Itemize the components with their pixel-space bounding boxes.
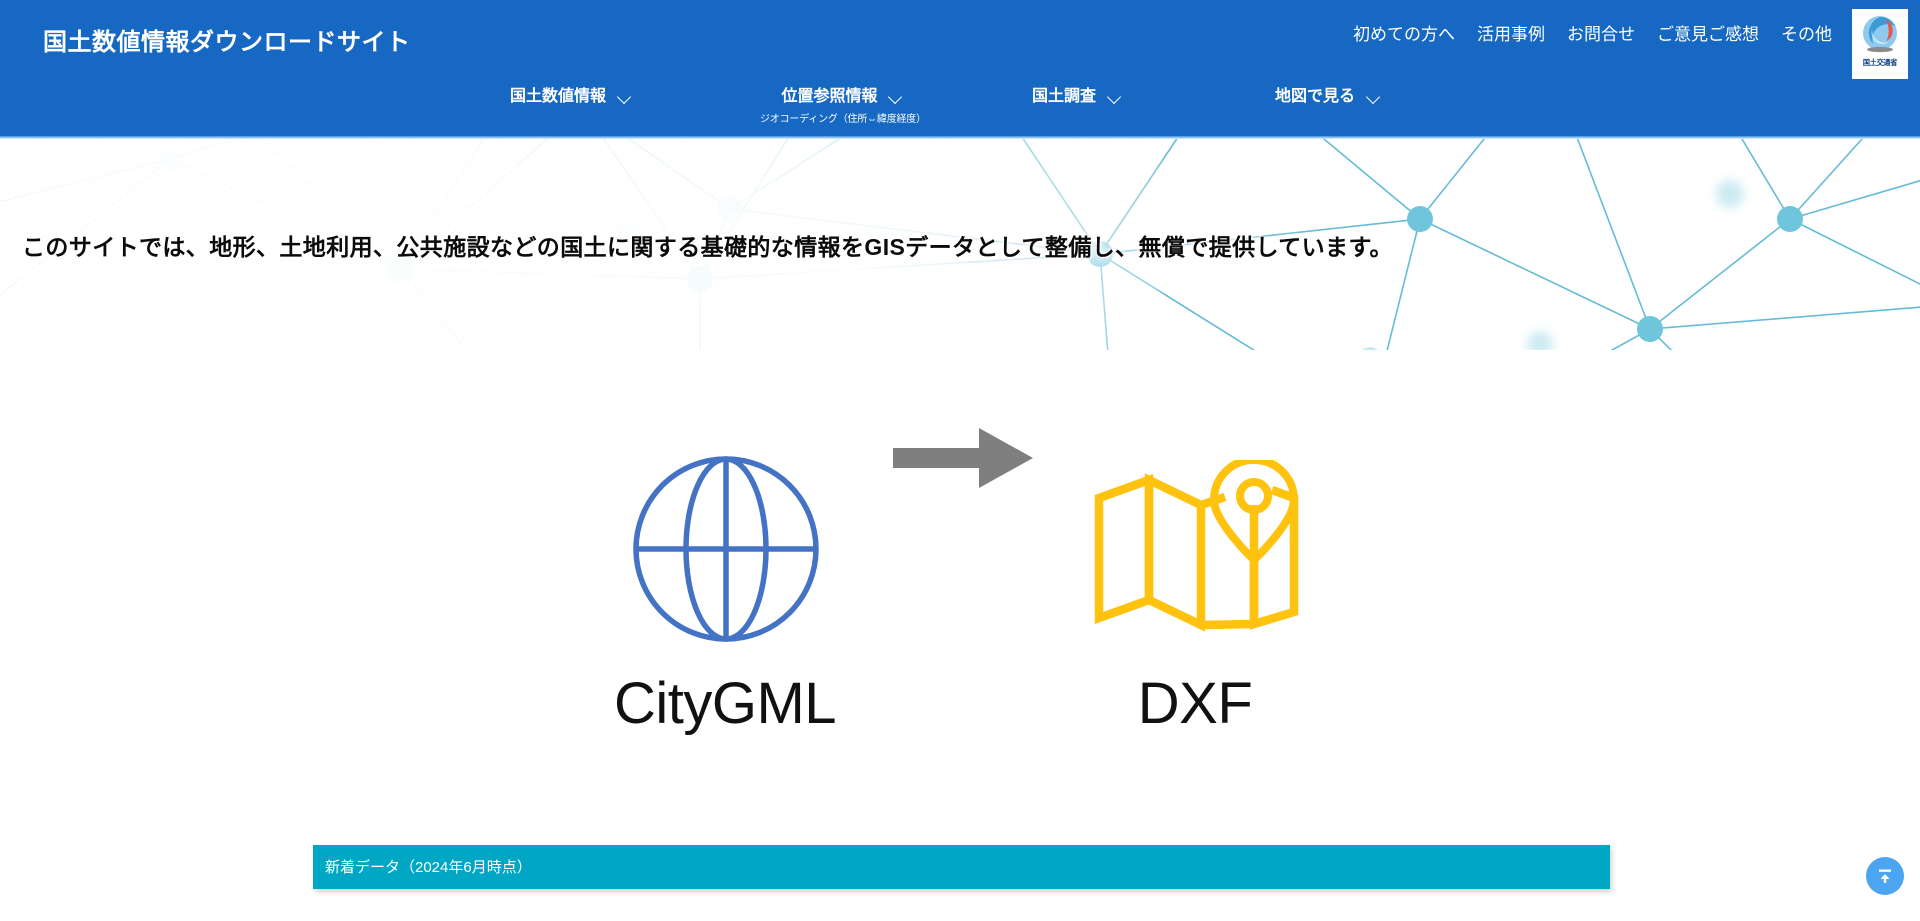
- new-data-banner[interactable]: 新着データ（2024年6月時点）: [313, 845, 1610, 889]
- utility-link-beginners[interactable]: 初めての方へ: [1353, 25, 1455, 44]
- hero-description: このサイトでは、地形、土地利用、公共施設などの国土に関する基礎的な情報をGISデ…: [22, 233, 1393, 260]
- conversion-figure: CityGML DXF: [0, 350, 1920, 790]
- nav-sublabel: ジオコーディング（住所⇔緯度経度）: [760, 113, 926, 125]
- arrow-up-to-line-icon: [1879, 869, 1891, 883]
- chevron-down-icon: [889, 92, 904, 101]
- nav-label: 位置参照情報: [781, 88, 878, 105]
- target-format-label: DXF: [1137, 671, 1253, 736]
- nav-item-ichi-sanshou-jouhou[interactable]: 位置参照情報 ジオコーディング（住所⇔緯度経度）: [760, 88, 926, 125]
- utility-link-other[interactable]: その他: [1781, 25, 1832, 44]
- utility-nav: 初めての方へ 活用事例 お問合せ ご意見ご感想 その他: [1353, 26, 1832, 43]
- nav-label: 国土数値情報: [510, 88, 607, 105]
- nav-label: 国土調査: [1032, 88, 1097, 105]
- utility-link-contact[interactable]: お問合せ: [1567, 25, 1635, 44]
- utility-link-usecases[interactable]: 活用事例: [1477, 25, 1545, 44]
- new-data-banner-label: 新着データ（2024年6月時点）: [325, 859, 532, 876]
- arrow-right-icon: [893, 428, 1033, 488]
- main-nav: 国土数値情報 位置参照情報 ジオコーディング（住所⇔緯度経度） 国土調査 地図で…: [0, 88, 1920, 136]
- chevron-down-icon: [618, 92, 633, 101]
- nav-label: 地図で見る: [1275, 88, 1356, 105]
- scroll-to-top-button[interactable]: [1866, 857, 1904, 895]
- chevron-down-icon: [1108, 92, 1123, 101]
- globe-icon: [633, 456, 819, 642]
- nav-item-kokudo-suuchi-jouhou[interactable]: 国土数値情報: [510, 88, 633, 106]
- nav-item-chizu-de-miru[interactable]: 地図で見る: [1275, 88, 1382, 106]
- mlit-emblem-icon: [1859, 14, 1901, 56]
- hero-banner: このサイトでは、地形、土地利用、公共施設などの国土に関する基礎的な情報をGISデ…: [0, 139, 1920, 350]
- site-header: 国土数値情報ダウンロードサイト 初めての方へ 活用事例 お問合せ ご意見ご感想 …: [0, 0, 1920, 139]
- nav-item-kokudo-chousa[interactable]: 国土調査: [1032, 88, 1123, 106]
- map-pin-icon: [1094, 460, 1299, 632]
- mlit-logo-caption: 国土交通省: [1862, 58, 1898, 67]
- mlit-logo[interactable]: 国土交通省: [1852, 9, 1908, 79]
- source-format-label: CityGML: [613, 671, 837, 736]
- utility-link-feedback[interactable]: ご意見ご感想: [1657, 25, 1759, 44]
- page-title: 国土数値情報ダウンロードサイト: [43, 29, 411, 56]
- chevron-down-icon: [1367, 92, 1382, 101]
